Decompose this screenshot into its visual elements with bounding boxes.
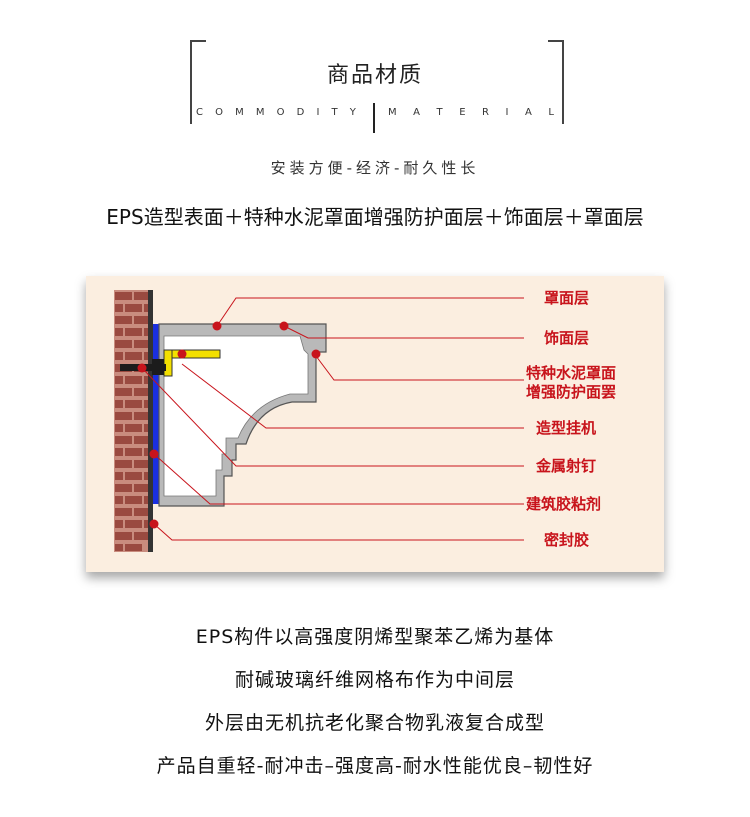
english-title-letter: Y xyxy=(349,107,356,118)
english-title-letter: O xyxy=(276,107,285,118)
marker-dot xyxy=(279,321,289,331)
english-title-letter: A xyxy=(525,107,532,118)
adhesive-layer xyxy=(153,324,159,504)
label-cement-layer-line2: 增强防护面罢 xyxy=(526,383,617,401)
english-title-letter: E xyxy=(459,107,466,118)
leader-line-5 xyxy=(141,367,524,467)
subtitle: 安装方便-经济-耐久性长 xyxy=(270,159,480,177)
english-title-letter: D xyxy=(296,107,305,118)
description-line-3: 外层由无机抗老化聚合物乳液复合成型 xyxy=(204,712,545,734)
label-adhesive: 建筑胶粘剂 xyxy=(526,495,602,513)
marker-dot xyxy=(137,363,147,373)
english-title-letter: C xyxy=(196,107,203,118)
leader-line-4 xyxy=(181,363,524,429)
wall-face xyxy=(148,290,153,552)
leader-line-3 xyxy=(315,355,524,381)
leader-line-1 xyxy=(216,297,524,327)
header-frame xyxy=(190,40,564,124)
description-line-4: 产品自重轻-耐冲击–强度高-耐水性能优良–韧性好 xyxy=(156,755,594,777)
label-cover-layer: 罩面层 xyxy=(544,289,590,307)
marker-dot xyxy=(311,349,321,359)
structure-diagram-panel: 罩面层 饰面层 特种水泥罩面 增强防护面罢 造型挂机 金属射钉 建筑胶粘剂 密封… xyxy=(86,276,664,572)
formula-text: EPS造型表面＋特种水泥罩面增强防护面层＋饰面层＋罩面层 xyxy=(106,205,644,229)
leader-line-6 xyxy=(153,453,524,505)
english-title-letter: I xyxy=(316,107,320,118)
english-title-letter: M xyxy=(235,107,244,118)
marker-dot xyxy=(212,321,222,331)
eps-foam-core xyxy=(163,335,309,497)
label-finish-layer: 饰面层 xyxy=(544,329,590,347)
english-title-letter: I xyxy=(505,107,509,118)
header-divider-tick xyxy=(373,103,375,133)
marker-dot xyxy=(177,349,187,359)
label-sealant: 密封胶 xyxy=(544,531,590,549)
english-title-letter: R xyxy=(482,107,489,118)
marker-dot xyxy=(149,519,159,529)
description-line-1: EPS构件以高强度阴烯型聚苯乙烯为基体 xyxy=(195,626,555,648)
label-metal-nail: 金属射钉 xyxy=(536,457,597,475)
page-title: 商品材质 xyxy=(326,63,423,88)
english-title-letter: L xyxy=(548,107,554,118)
leader-line-7 xyxy=(153,523,524,541)
structure-diagram xyxy=(114,290,524,552)
english-title-letter: T xyxy=(436,107,443,118)
label-hanger: 造型挂机 xyxy=(536,419,597,437)
english-title-letter: M xyxy=(255,107,265,118)
english-title-letter: O xyxy=(215,107,223,118)
english-title-letter: M xyxy=(388,107,397,118)
leader-line-2 xyxy=(283,325,524,339)
label-cement-layer-line1: 特种水泥罩面 xyxy=(526,364,617,382)
marker-dot xyxy=(149,449,159,459)
description-line-2: 耐碱玻璃纤维网格布作为中间层 xyxy=(234,669,515,691)
brick-wall xyxy=(114,290,152,552)
english-title-letter: T xyxy=(331,107,338,118)
english-title-letter: A xyxy=(413,107,421,118)
